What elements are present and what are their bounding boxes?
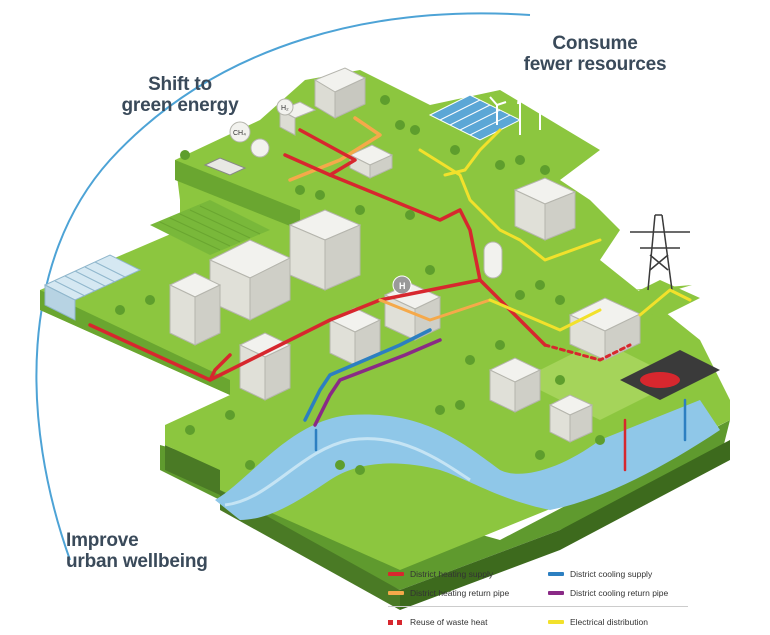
heading-consume-line1: Consume — [552, 33, 638, 54]
legend-item-cooling-supply: District cooling supply — [548, 568, 652, 580]
legend-item-heating-supply: District heating supply — [388, 568, 493, 580]
legend-label-cooling-return: District cooling return pipe — [570, 588, 669, 598]
buildings — [168, 67, 720, 443]
legend-swatch-heating-return — [388, 591, 404, 595]
wind-turbines — [489, 77, 553, 135]
power-pylon — [620, 214, 700, 318]
heading-consume-line2: fewer resources — [523, 54, 667, 76]
trees — [115, 95, 605, 475]
hydrogen-label: H₂ — [281, 105, 289, 112]
legend-swatch-electrical — [548, 620, 564, 624]
pipe-network — [88, 116, 692, 472]
legend-divider — [388, 606, 688, 607]
methane-label: CH₄ — [233, 130, 246, 137]
greenhouses — [43, 254, 142, 321]
heading-green-energy-line2: green energy — [121, 95, 239, 117]
legend-label-cooling-supply: District cooling supply — [570, 569, 653, 579]
legend-label-heating-supply: District heating supply — [410, 569, 494, 579]
legend-item-heating-return: District heating return pipe — [388, 587, 509, 599]
legend: District heating supply District heating… — [388, 566, 688, 634]
heading-green-energy-line1: Shift to — [148, 74, 212, 95]
river — [215, 400, 720, 520]
legend-label-electrical: Electrical distribution — [570, 617, 648, 627]
legend-item-waste-heat: Reuse of waste heat — [388, 616, 488, 628]
heading-urban-wellbeing: Improve urban wellbeing — [66, 530, 216, 573]
legend-item-cooling-return: District cooling return pipe — [548, 587, 668, 599]
legend-label-waste-heat: Reuse of waste heat — [410, 617, 488, 627]
legend-label-heating-return: District heating return pipe — [410, 588, 510, 598]
island-base — [160, 420, 730, 610]
heading-consume-fewer: Consume fewer resources — [520, 33, 670, 76]
legend-swatch-cooling-return — [548, 591, 564, 595]
heading-wellbeing-line2: urban wellbeing — [66, 551, 208, 573]
legend-swatch-heating-supply — [388, 572, 404, 576]
helipad-label: H — [399, 281, 406, 291]
legend-swatch-waste-heat — [388, 619, 404, 625]
framing-arc — [35, 12, 531, 561]
legend-item-electrical: Electrical distribution — [548, 616, 648, 628]
heading-green-energy: Shift to green energy — [120, 74, 240, 117]
solar-panels — [428, 94, 522, 141]
heading-wellbeing-line1: Improve — [66, 530, 139, 551]
legend-swatch-cooling-supply — [548, 572, 564, 576]
